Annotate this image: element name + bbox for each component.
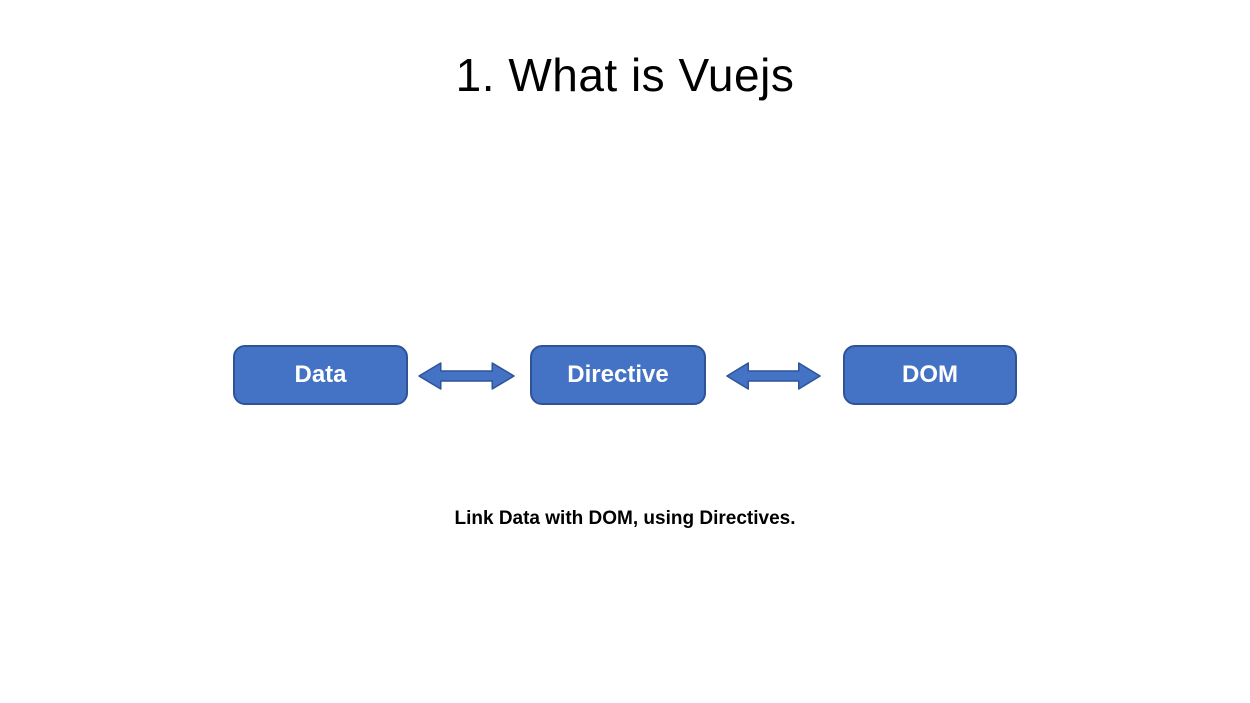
double-arrow-icon <box>726 362 821 390</box>
diagram-box-data-label: Data <box>294 361 347 388</box>
slide-title: 1. What is Vuejs <box>455 49 795 101</box>
diagram-box-dom-label: DOM <box>902 361 958 388</box>
diagram-box-data: Data <box>233 345 408 405</box>
double-arrow-icon <box>418 362 515 390</box>
diagram-box-directive-label: Directive <box>567 361 669 388</box>
slide-caption: Link Data with DOM, using Directives. <box>454 508 796 529</box>
diagram-box-directive: Directive <box>530 345 706 405</box>
diagram-box-dom: DOM <box>843 345 1017 405</box>
